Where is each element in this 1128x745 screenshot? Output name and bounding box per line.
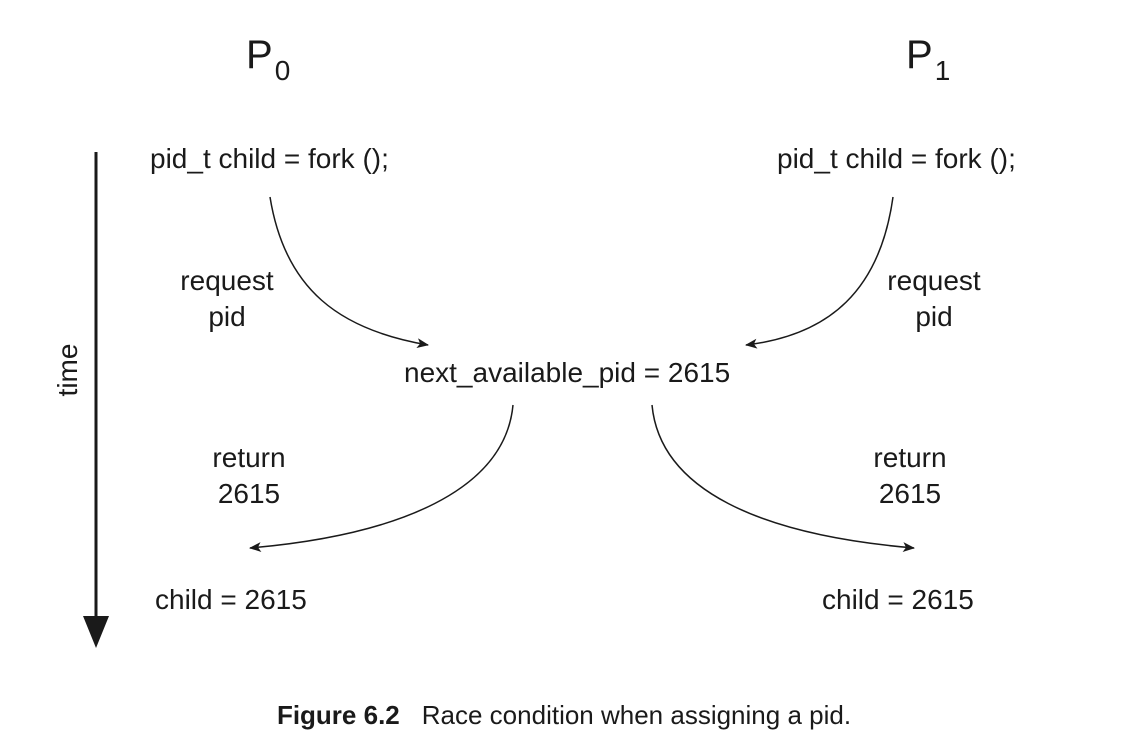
p1-request-line2: pid [915, 301, 953, 332]
figure-caption: Figure 6.2 Race condition when assigning … [0, 698, 1128, 732]
p1-request-line1: request [887, 265, 981, 296]
p0-request-arrow [269, 196, 429, 349]
p0-request-line1: request [180, 265, 274, 296]
time-label: time [52, 343, 83, 397]
p1-child-value: child = 2615 [822, 584, 974, 615]
time-axis-arrowhead [83, 616, 109, 648]
p0-return-line1: return [212, 442, 286, 473]
p1-request-arrow [745, 196, 894, 349]
p0-return-line2: 2615 [217, 478, 281, 509]
p1-return-arrow [651, 404, 915, 553]
figure-number: Figure 6.2 [276, 700, 400, 730]
p1-header: P1 [906, 33, 950, 93]
p0-header: P0 [246, 33, 290, 93]
p1-request-label: request pid [864, 263, 1004, 335]
p0-index: 0 [274, 55, 291, 86]
p1-return-line1: return [873, 442, 947, 473]
p0-return-label: return 2615 [179, 440, 319, 512]
p1-letter: P [906, 33, 933, 77]
p0-child-value: child = 2615 [155, 584, 307, 615]
p1-index: 1 [934, 55, 951, 86]
p0-request-line2: pid [208, 301, 246, 332]
p1-return-label: return 2615 [840, 440, 980, 512]
p0-letter: P [246, 33, 273, 77]
p0-return-arrow [249, 404, 514, 553]
next-available-pid: next_available_pid = 2615 [404, 357, 731, 388]
p1-fork-statement: pid_t child = fork (); [777, 143, 1016, 174]
p0-request-label: request pid [157, 263, 297, 335]
p1-return-line2: 2615 [878, 478, 942, 509]
figure-caption-text: Race condition when assigning a pid. [421, 700, 852, 730]
p0-fork-statement: pid_t child = fork (); [150, 143, 389, 174]
